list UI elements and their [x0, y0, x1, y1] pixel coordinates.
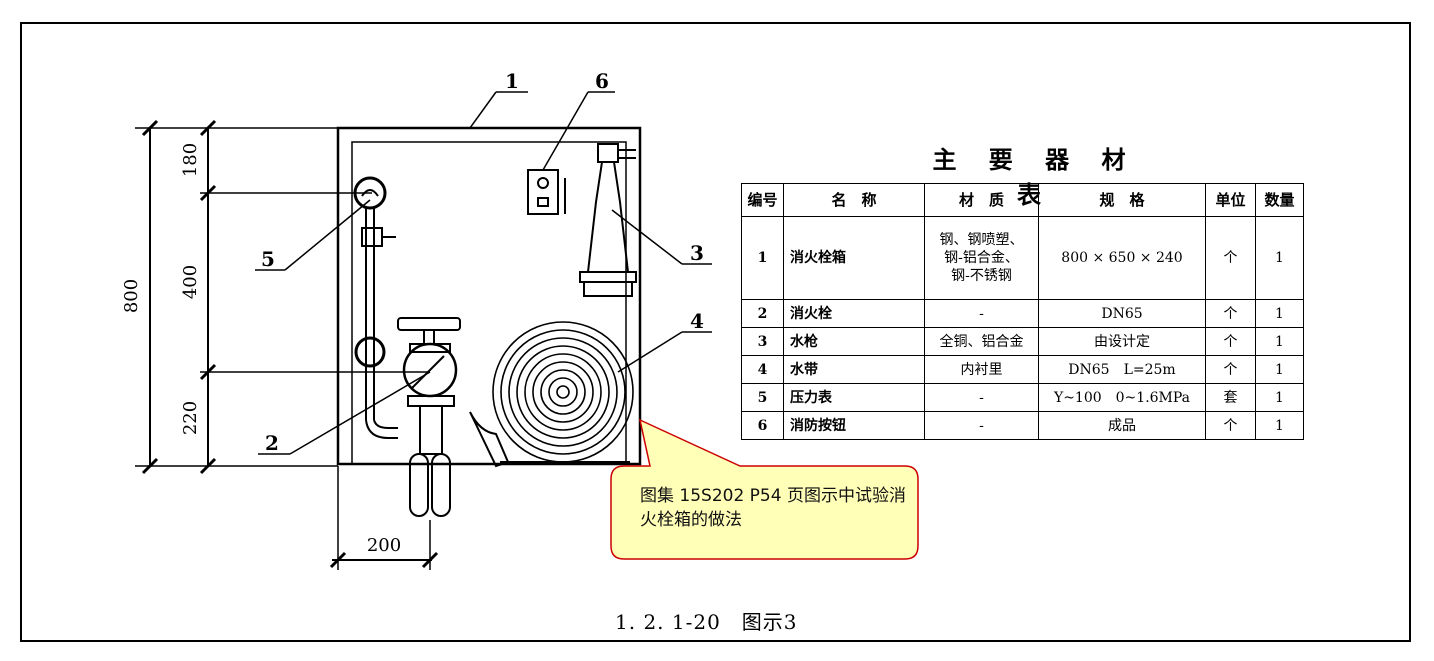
cell-unit: 套	[1205, 383, 1256, 412]
cell-unit: 个	[1205, 216, 1256, 300]
cell-qty: 1	[1255, 327, 1304, 356]
callout-text: 图集 15S202 P54 页图示中试验消火栓箱的做法	[640, 486, 906, 530]
table-row: 2 消火栓 - DN65 个 1	[741, 299, 1304, 328]
header-unit: 单位	[1205, 183, 1256, 217]
table-header-row: 编号 名 称 材 质 规 格 单位 数量	[741, 183, 1304, 217]
header-material: 材 质	[924, 183, 1039, 217]
tag-5: 5	[261, 247, 275, 271]
dim-top: 180	[180, 143, 201, 177]
pressure-gauge	[353, 176, 387, 210]
tag-4: 4	[690, 309, 704, 333]
header-spec: 规 格	[1038, 183, 1206, 217]
table-row: 5 压力表 - Y~100 0~1.6MPa 套 1	[741, 383, 1304, 412]
cell-spec: DN65 L=25m	[1038, 355, 1206, 384]
tag-6: 6	[595, 69, 609, 93]
cell-unit: 个	[1205, 327, 1256, 356]
tag-2: 2	[265, 431, 279, 455]
table-row: 4 水带 内衬里 DN65 L=25m 个 1	[741, 355, 1304, 384]
dim-total: 800	[121, 279, 142, 313]
cell-spec: DN65	[1038, 299, 1206, 328]
cell-material: 全铜、铝合金	[924, 327, 1039, 356]
cell-qty: 1	[1255, 216, 1304, 300]
header-qty: 数量	[1255, 183, 1304, 217]
cell-name: 水带	[783, 355, 925, 384]
callout-bubble	[610, 418, 919, 560]
cabinet-inner	[351, 141, 627, 465]
cell-material: 内衬里	[924, 355, 1039, 384]
cell-qty: 1	[1255, 355, 1304, 384]
cell-qty: 1	[1255, 383, 1304, 412]
cell-unit: 个	[1205, 299, 1256, 328]
cell-spec: Y~100 0~1.6MPa	[1038, 383, 1206, 412]
cell-no: 5	[741, 383, 784, 412]
tag-3: 3	[690, 241, 704, 265]
cell-unit: 个	[1205, 411, 1256, 440]
header-no: 编号	[741, 183, 784, 217]
cell-spec: 成品	[1038, 411, 1206, 440]
tag-1: 1	[505, 69, 519, 93]
cell-material: -	[924, 411, 1039, 440]
figure-caption: 1. 2. 1-20 图示3	[615, 610, 798, 634]
table-row: 3 水枪 全铜、铝合金 由设计定 个 1	[741, 327, 1304, 356]
hose-reel	[492, 321, 634, 463]
cell-no: 2	[741, 299, 784, 328]
cell-unit: 个	[1205, 355, 1256, 384]
table-row: 6 消防按钮 - 成品 个 1	[741, 411, 1304, 440]
cell-no: 1	[741, 216, 784, 300]
figure-frame	[20, 22, 1411, 642]
cell-name: 消防按钮	[783, 411, 925, 440]
dim-middle: 400	[180, 265, 201, 299]
cell-qty: 1	[1255, 411, 1304, 440]
table-row: 1 消火栓箱 钢、钢喷塑、 钢-铝合金、 钢-不锈钢 800 × 650 × 2…	[741, 216, 1304, 300]
cell-material: -	[924, 383, 1039, 412]
fire-button-box	[527, 169, 559, 215]
header-name: 名 称	[783, 183, 925, 217]
cell-spec: 800 × 650 × 240	[1038, 216, 1206, 300]
fire-nozzle	[579, 143, 637, 297]
cell-spec: 由设计定	[1038, 327, 1206, 356]
cell-name: 水枪	[783, 327, 925, 356]
cell-name: 压力表	[783, 383, 925, 412]
dim-offset: 200	[367, 535, 401, 556]
cell-no: 3	[741, 327, 784, 356]
cell-name: 消火栓	[783, 299, 925, 328]
cell-no: 4	[741, 355, 784, 384]
cell-qty: 1	[1255, 299, 1304, 328]
parts-table: 编号 名 称 材 质 规 格 单位 数量 1 消火栓箱 钢、钢喷塑、 钢-铝合金…	[741, 183, 1304, 440]
cell-no: 6	[741, 411, 784, 440]
cell-name: 消火栓箱	[783, 216, 925, 300]
dim-bottom: 220	[180, 401, 201, 435]
hydrant-handwheel	[397, 317, 461, 331]
cell-material: 钢、钢喷塑、 钢-铝合金、 钢-不锈钢	[924, 216, 1039, 300]
cell-material: -	[924, 299, 1039, 328]
